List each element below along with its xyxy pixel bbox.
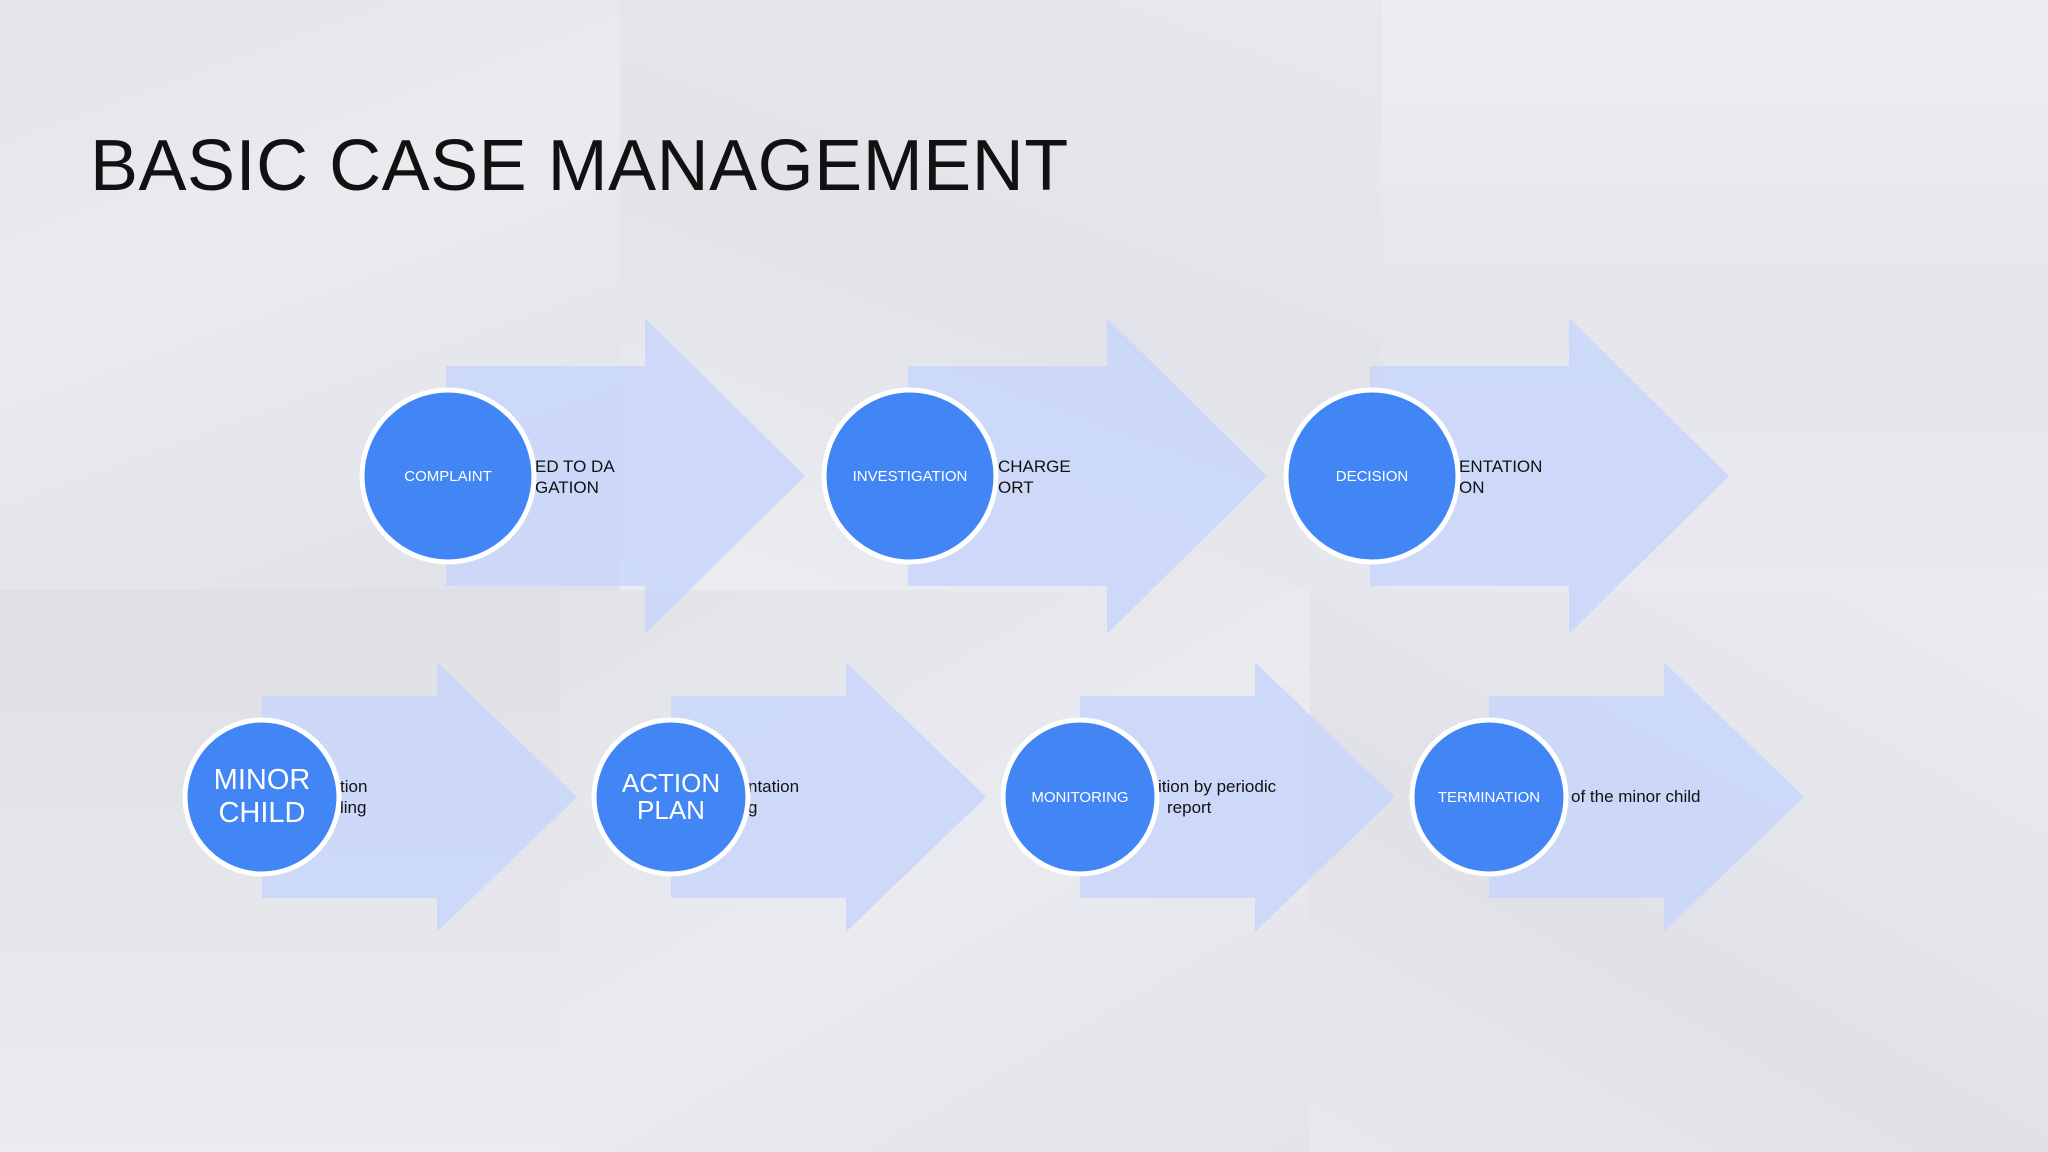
flow-arrow: [262, 662, 577, 932]
arrow-text: ORT: [998, 478, 1034, 497]
step-label: CHILD: [218, 797, 305, 829]
flow-step-investigation: CHARGE ORT INVESTIGATION: [821, 318, 1267, 634]
arrow-text: ENTATION: [1459, 457, 1542, 476]
step-circle: [591, 717, 751, 877]
flow-arrow: [908, 318, 1267, 634]
step-circle: [182, 717, 342, 877]
step-circle: [821, 387, 999, 565]
flow-arrow: [1080, 662, 1395, 932]
arrow-text: ition by periodic: [1158, 777, 1277, 796]
step-label: PLAN: [637, 795, 705, 825]
flow-step-decision: ENTATION ON DECISION: [1283, 318, 1729, 634]
arrow-text: tion: [340, 777, 367, 796]
step-label: DECISION: [1336, 468, 1409, 485]
arrow-text: ntation: [748, 777, 799, 796]
step-label: INVESTIGATION: [853, 468, 968, 485]
flow-step-monitoring: ition by periodic report MONITORING: [1000, 662, 1395, 932]
step-label: MONITORING: [1031, 789, 1128, 806]
arrow-text: ON: [1459, 478, 1485, 497]
flow-arrow: [1370, 318, 1729, 634]
arrow-text: g: [748, 798, 757, 817]
flow-step-minor-child: tion ling MINOR CHILD: [182, 662, 577, 932]
step-label: MINOR: [214, 764, 311, 796]
step-label: ACTION: [622, 768, 720, 798]
step-label: TERMINATION: [1438, 789, 1540, 806]
flow-arrow: [671, 662, 986, 932]
arrow-text: of the minor child: [1571, 787, 1700, 806]
flow-step-complaint: ED TO DA GATION COMPLAINT: [359, 318, 805, 634]
step-label: COMPLAINT: [404, 468, 492, 485]
arrow-text: ED TO DA: [535, 457, 615, 476]
arrow-text: CHARGE: [998, 457, 1071, 476]
step-circle: [359, 387, 537, 565]
step-circle: [1283, 387, 1461, 565]
slide-title: BASIC CASE MANAGEMENT: [90, 126, 1069, 206]
step-circle: [1409, 717, 1569, 877]
step-circle: [1000, 717, 1160, 877]
flow-step-termination: of the minor child TERMINATION: [1409, 662, 1804, 932]
arrow-text: GATION: [535, 478, 599, 497]
flow-arrow: [1489, 662, 1804, 932]
arrow-text: report: [1167, 798, 1212, 817]
flow-arrow: [446, 318, 805, 634]
flow-step-action-plan: ntation g ACTION PLAN: [591, 662, 986, 932]
arrow-text: ling: [340, 798, 366, 817]
